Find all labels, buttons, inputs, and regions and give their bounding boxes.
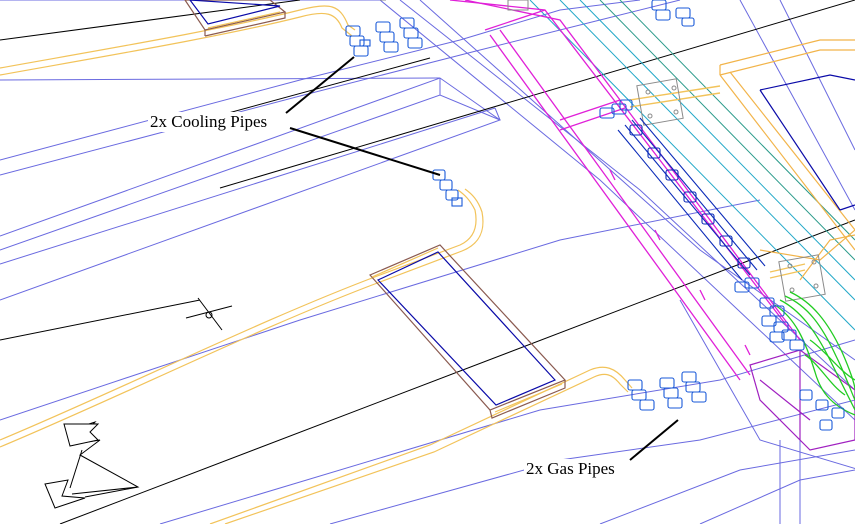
fitting-cluster-top xyxy=(345,17,423,57)
orange-connector xyxy=(629,85,806,279)
green-cables xyxy=(774,291,855,416)
tray-top xyxy=(184,0,287,37)
fitting-cluster-bottom xyxy=(627,371,707,411)
fittings xyxy=(345,0,845,431)
tray-middle xyxy=(368,244,567,419)
cooling-pipe-upper xyxy=(0,5,356,76)
leader-lines xyxy=(285,56,679,461)
orange-structure xyxy=(719,39,855,281)
ucs-axis-icon xyxy=(44,420,140,509)
plates xyxy=(380,0,826,302)
crosshair-icon xyxy=(185,297,233,331)
fitting-cluster-top-right xyxy=(599,0,695,119)
cooling-pipes-label: 2x Cooling Pipes xyxy=(148,112,270,132)
fitting-cluster-mid xyxy=(432,169,463,207)
fitting-rack xyxy=(617,117,766,281)
gas-pipe xyxy=(209,366,633,524)
navy-outline xyxy=(759,74,855,211)
cooling-pipe-lower xyxy=(0,188,484,448)
fitting-cluster-lower-right xyxy=(734,277,845,431)
magenta-beam xyxy=(449,0,801,381)
rail-lines xyxy=(529,0,855,331)
gas-pipes-label: 2x Gas Pipes xyxy=(524,459,617,479)
